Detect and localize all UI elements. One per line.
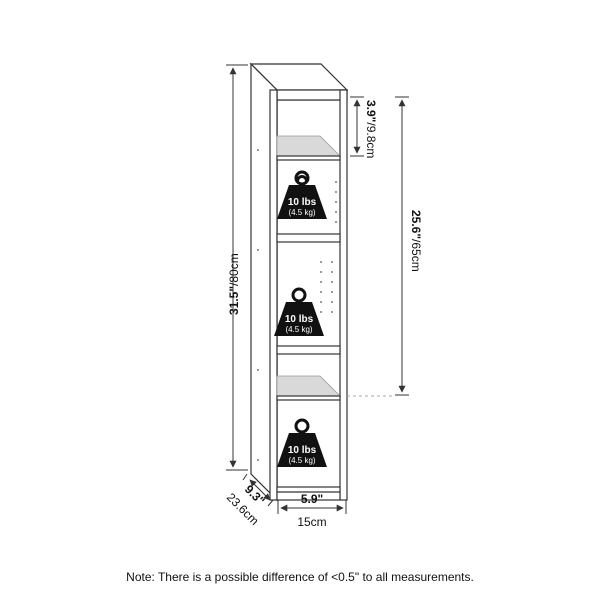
- top-front-edge: [276, 89, 348, 101]
- weight-badge-kg: (4.5 kg): [288, 456, 315, 465]
- left-front-edge: [269, 89, 278, 501]
- weight-badge-lbs: 10 lbs: [288, 445, 317, 456]
- right-front-edge: [339, 89, 348, 501]
- weight-icon: [274, 302, 324, 336]
- bookcase: [249, 62, 349, 502]
- weight-badge-lbs: 10 lbs: [285, 314, 314, 325]
- weight-badge-lbs: 10 lbs: [288, 197, 317, 208]
- weight-icon: [277, 175, 327, 219]
- measurement-note: Note: There is a possible difference of …: [126, 570, 474, 584]
- fixed-shelf-lower: [276, 345, 341, 355]
- top-gap-label: 3.9"/9.8cm: [364, 100, 378, 158]
- weight-icon: [277, 433, 327, 467]
- weight-badge-kg: (4.5 kg): [285, 325, 312, 334]
- depth-arrow: [249, 479, 271, 501]
- back-panel: [276, 99, 345, 493]
- width-metric-label: 15cm: [297, 515, 326, 529]
- shelf-pin-holes: [257, 149, 337, 461]
- weight-badge-kg: (4.5 kg): [288, 208, 315, 217]
- width-imperial-label: 5.9": [301, 492, 323, 506]
- weight-badge-bottom: 10 lbs (4.5 kg): [277, 418, 327, 467]
- bottom-panel: [276, 486, 341, 501]
- inner-height-label: 25.6"/65cm: [409, 210, 423, 272]
- weight-badge-top: 10 lbs (4.5 kg): [277, 170, 327, 219]
- total-height-label: 31.5"/80cm: [227, 253, 241, 315]
- weight-badge-middle: 10 lbs (4.5 kg): [274, 287, 324, 336]
- fixed-shelf-upper: [276, 233, 341, 243]
